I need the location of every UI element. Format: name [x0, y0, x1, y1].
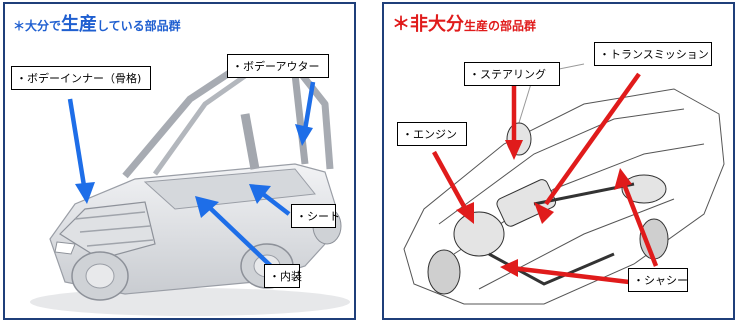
callout-engine: ・エンジン [397, 122, 467, 146]
rear-axle-sketch [621, 174, 667, 204]
arrow-to-chassis-rear [621, 183, 659, 267]
arrowhead-engine [456, 202, 474, 224]
callout-chassis: ・シャシー [628, 268, 688, 292]
arrow-to-body-outer [302, 81, 316, 131]
arrow-to-body-inner [67, 98, 88, 193]
mechanical-parts-sketch [427, 122, 669, 295]
blue-arrows [67, 81, 316, 270]
red-arrows [432, 72, 659, 285]
right-title-emphasis: 非大分 [410, 14, 464, 35]
arrowhead-body-outer [295, 124, 313, 146]
arrowhead-chassis-front [500, 259, 518, 277]
car-a-pillar [152, 73, 247, 176]
arrow-to-chassis-front [511, 265, 630, 285]
arrowhead-transmission [534, 202, 554, 224]
right-title-suffix: 生産の部品群 [464, 19, 537, 33]
car-outline-sketch [403, 63, 725, 305]
arrow-to-seat [261, 192, 291, 216]
callout-body-inner: ・ボデーインナー（骨格) [11, 66, 151, 90]
arrow-to-transmission [544, 72, 641, 206]
right-panel-title: ＊非大分生産の部品群 [392, 10, 536, 36]
arrow-to-interior [208, 206, 275, 270]
callout-interior: ・内装 [264, 264, 302, 288]
car-floor [143, 168, 316, 210]
transmission-sketch [496, 179, 557, 227]
arrowhead-interior [195, 196, 219, 218]
left-title-prefix: ＊大分で [13, 19, 62, 33]
car-bay-ribs [74, 211, 154, 247]
car-shadow [30, 288, 350, 316]
arrowhead-steering [505, 140, 523, 160]
callout-steering: ・ステアリング [464, 62, 560, 86]
callout-transmission: ・トランスミッション [594, 42, 712, 66]
callout-body-outer: ・ボデーアウター [227, 54, 329, 78]
left-title-suffix: している部品群 [97, 19, 181, 33]
car-b-pillar [240, 113, 260, 170]
arrowhead-seat [249, 184, 271, 204]
arrow-to-engine [432, 150, 468, 212]
chassis-drawing-illustration [403, 63, 725, 305]
car-body-illustration [30, 62, 350, 316]
left-panel-title: ＊大分で生産している部品群 [13, 10, 181, 36]
arrowhead-chassis-rear [614, 168, 632, 190]
arrowhead-body-inner [75, 182, 95, 204]
car-c-pillar [291, 73, 309, 165]
front-wheel-sketch [427, 249, 461, 295]
engine-block-sketch [453, 211, 505, 257]
left-panel: ＊大分で生産している部品群 [3, 2, 356, 320]
right-panel: ＊非大分生産の部品群 [382, 2, 735, 320]
headlight [54, 241, 76, 255]
left-title-emphasis: 生産 [61, 14, 98, 35]
right-title-prefix: ＊ [392, 14, 410, 35]
callout-seat: ・シート [291, 204, 340, 228]
